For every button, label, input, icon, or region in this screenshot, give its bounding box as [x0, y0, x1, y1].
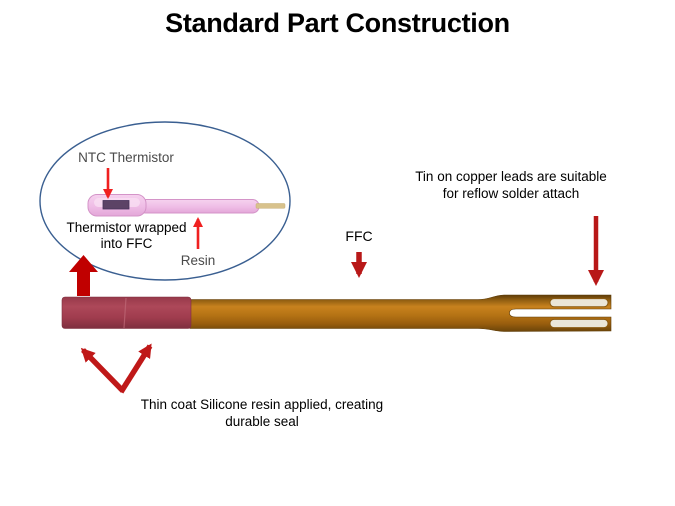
thermistor-wrapped-label: Thermistor wrapped into FFC — [66, 220, 187, 251]
silicone-seal-seam — [123, 297, 127, 329]
zoomed-thermistor-illustration — [87, 194, 286, 217]
silicone-seal-v-arrow — [80, 343, 153, 394]
page-title: Standard Part Construction — [165, 8, 510, 38]
tin-leads-label: Tin on copper leads are suitable for ref… — [415, 169, 607, 201]
resin-label: Resin — [180, 253, 216, 268]
tin-lead-bottom — [549, 318, 609, 329]
resin-tail — [138, 199, 260, 214]
silicone-seal-coating — [61, 296, 192, 329]
ffc-cable — [189, 294, 612, 332]
zoom-callout-arrow — [69, 255, 98, 296]
silicone-seal-label: Thin coat Silicone resin applied, creati… — [140, 397, 384, 429]
tin-lead-top — [549, 298, 609, 308]
ntc-thermistor-label: NTC Thermistor — [78, 150, 174, 165]
thermistor-chip — [102, 200, 130, 210]
lead-wire — [255, 203, 286, 209]
callout-ellipse — [39, 121, 291, 281]
ffc-label: FFC — [345, 228, 373, 244]
